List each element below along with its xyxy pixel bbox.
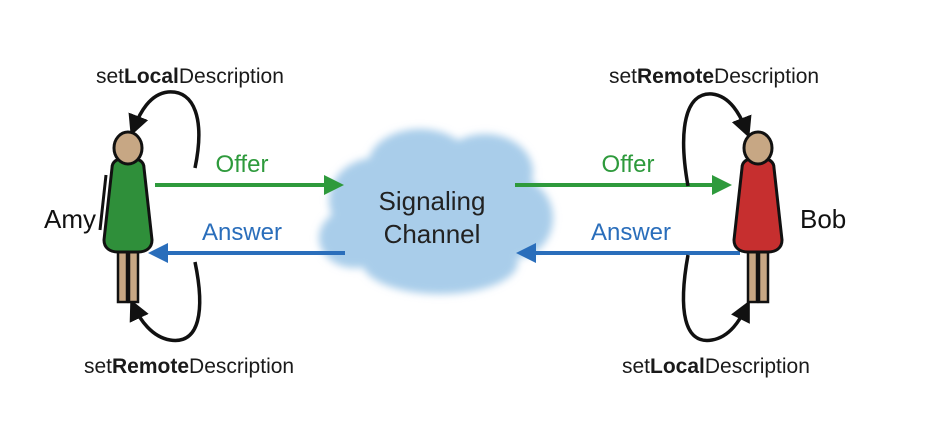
amy-bottom-description-label: setRemoteDescription [84,355,294,378]
channel-label-line1: Signaling [379,186,486,216]
channel-label-line2: Channel [384,219,481,249]
bob-name-label: Bob [800,204,846,234]
bob-figure-icon [732,130,784,304]
amy-set-local-loop-arrow [128,90,201,169]
amy-set-remote-loop-arrow [129,261,202,343]
amy-top-description-label: setLocalDescription [96,65,284,88]
bob-top-description-label: setRemoteDescription [609,65,819,88]
bob-bottom-description-label: setLocalDescription [622,355,810,378]
amy-answer-label: Answer [202,219,282,246]
bob-set-local-loop-arrow [681,254,750,343]
bob-answer-label: Answer [591,219,671,246]
amy-figure-icon [98,130,154,304]
amy-name-label: Amy [44,204,96,234]
amy-offer-label: Offer [216,151,269,178]
bob-offer-label: Offer [602,151,655,178]
bob-set-remote-loop-arrow [681,92,752,187]
signaling-channel-cloud [319,129,553,294]
